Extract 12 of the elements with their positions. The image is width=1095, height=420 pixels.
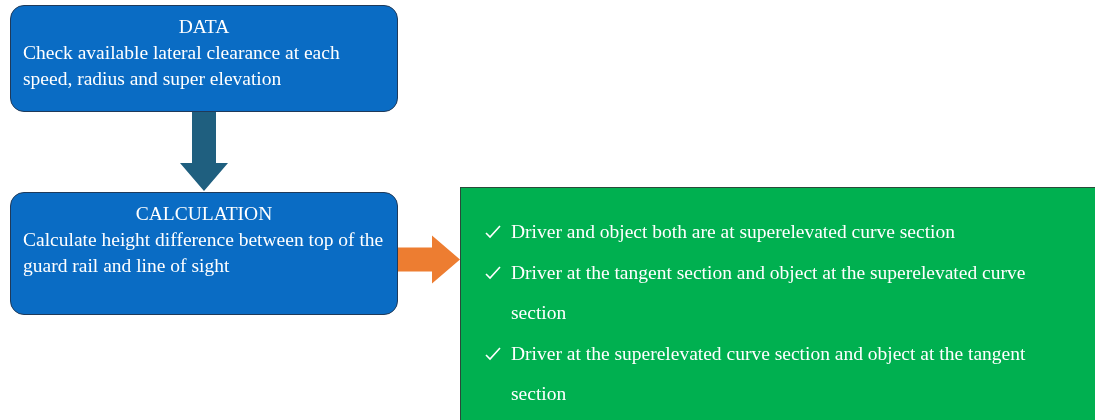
list-item-text: Driver and object both are at superelevated curve section — [511, 220, 956, 244]
process-box — [10, 5, 398, 112]
box-heading: DATA — [177, 15, 231, 39]
box-description: Check available lateral clearance at each speed, radius and super elevation — [22, 41, 341, 91]
block-arrow — [398, 235, 460, 284]
block-arrow — [180, 112, 228, 191]
list-item-text: Driver at the tangent section and object at the superelevated curve section — [511, 261, 1027, 325]
box-heading: CALCULATION — [134, 202, 274, 226]
result-box — [460, 187, 1095, 420]
box-description: Calculate height difference between top of the guard rail and line of sight — [22, 228, 385, 278]
process-box — [10, 192, 398, 315]
list-item-text: Driver at the superelevated curve section and object at the tangent section — [511, 342, 1027, 406]
